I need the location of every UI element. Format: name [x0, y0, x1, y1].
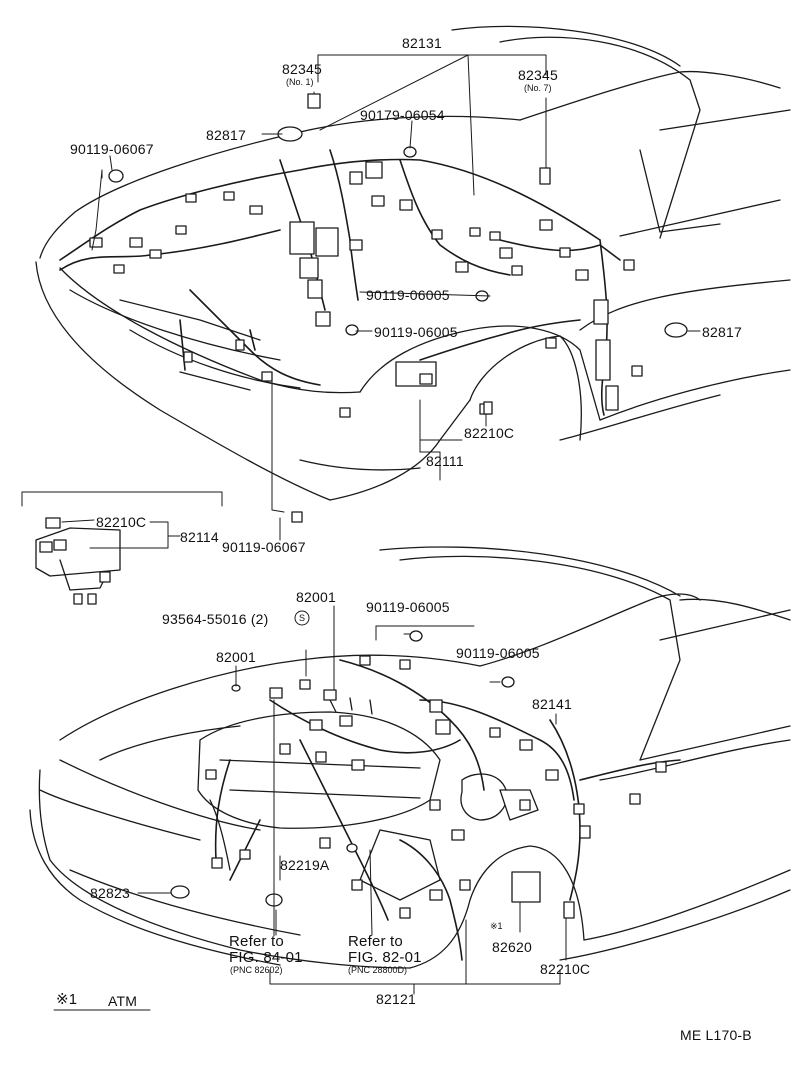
part-label-82001-left: 82001	[216, 649, 256, 665]
bottom-engine	[197, 697, 539, 901]
top-car-body	[35, 25, 791, 501]
top-fasteners	[108, 93, 688, 523]
part-label-90119-06067-top: 90119-06067	[70, 141, 154, 157]
part-label-82114: 82114	[180, 529, 219, 545]
part-label-82111: 82111	[426, 453, 464, 469]
bottom-fasteners	[170, 610, 575, 919]
part-note-no1: (No. 1)	[286, 77, 314, 87]
part-label-82219a: 82219A	[280, 857, 330, 873]
part-label-82131: 82131	[402, 35, 442, 51]
bottom-connectors	[205, 655, 667, 919]
part-label-82345-no7: 82345	[518, 67, 558, 83]
part-label-82817-right: 82817	[702, 324, 742, 340]
part-label-82345-no1: 82345	[282, 61, 322, 77]
part-label-82817-top: 82817	[206, 127, 246, 143]
top-wiring-harness	[59, 149, 621, 416]
star-1-mark: ※1	[490, 921, 503, 931]
part-label-90119-06005-4: 90119-06005	[456, 645, 540, 661]
legend-mark: ※1	[56, 991, 78, 1008]
refer-fig-84-01: FIG. 84-01	[229, 949, 303, 966]
part-label-82823: 82823	[90, 885, 130, 901]
part-label-90119-06005-1: 90119-06005	[366, 287, 450, 303]
part-label-82620: 82620	[492, 939, 532, 955]
diagram-code: ME L170-B	[680, 1027, 752, 1043]
s-mark: S	[299, 613, 306, 623]
part-label-90119-06067-bottom: 90119-06067	[222, 539, 306, 555]
part-label-82001-center: 82001	[296, 589, 336, 605]
refer-label-2: Refer to	[348, 933, 403, 950]
part-label-82141: 82141	[532, 696, 572, 712]
refer-fig-82-01: FIG. 82-01	[348, 949, 422, 966]
refer-pnc-82602: (PNC 82602)	[230, 965, 283, 975]
top-connectors	[89, 161, 643, 418]
part-label-82210c-top: 82210C	[464, 425, 515, 441]
bottom-car-body	[29, 546, 791, 969]
part-label-82121: 82121	[376, 991, 416, 1007]
refer-pnc-28800d: (PNC 28800D)	[348, 965, 408, 975]
part-label-90119-06005-2: 90119-06005	[374, 324, 458, 340]
part-label-82210c-inset: 82210C	[96, 514, 147, 530]
part-label-90179-06054: 90179-06054	[360, 107, 445, 123]
bottom-wiring-harness	[214, 659, 681, 961]
inset-82114	[21, 491, 223, 605]
part-label-93564-55016: 93564-55016 (2)	[162, 611, 269, 627]
refer-label-1: Refer to	[229, 933, 284, 950]
legend-text: ATM	[108, 993, 138, 1009]
part-note-no7: (No. 7)	[524, 83, 552, 93]
part-label-90119-06005-3: 90119-06005	[366, 599, 450, 615]
bottom-leader-lines	[137, 605, 567, 995]
part-label-82210c-bottom: 82210C	[540, 961, 591, 977]
top-leader-lines	[91, 54, 701, 541]
